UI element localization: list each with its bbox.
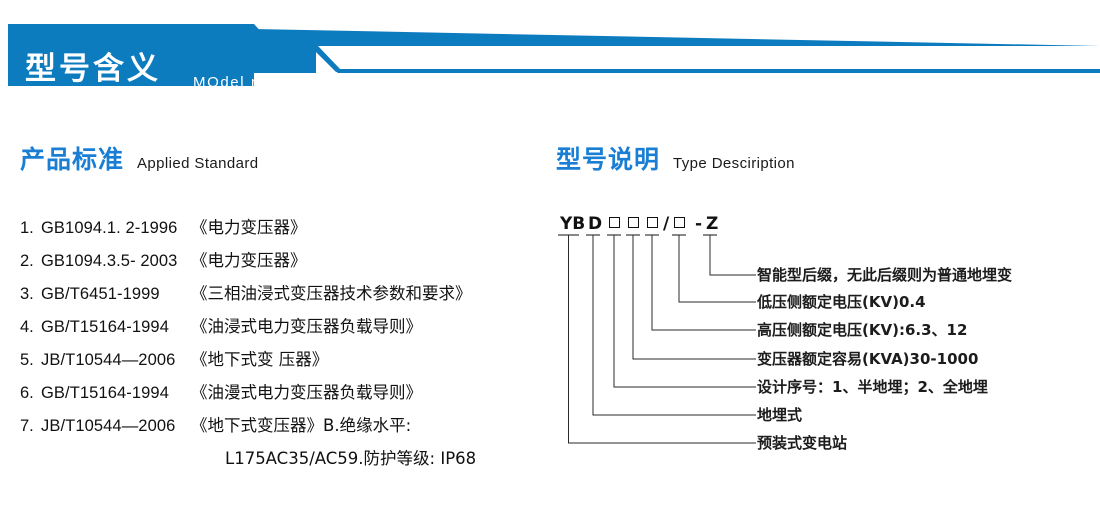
standard-continuation-line: L175AC35/AC59.防护等级: IP68 (225, 449, 477, 468)
model-label-rated-capacity: 变压器额定容易(KVA)30-1000 (757, 350, 979, 368)
code-token-box-4 (674, 214, 685, 234)
model-label-buried-type: 地埋式 (757, 406, 803, 424)
section-heading-applied-standard: 产品标准 Applied Standard (20, 140, 259, 176)
code-token-d: D (588, 214, 603, 234)
square-placeholder-icon (609, 217, 620, 228)
standard-code: JB/T10544—2006 (41, 351, 176, 369)
standard-name: 《地下式变压器》B.绝缘水平: (191, 416, 412, 435)
standard-number: 5. (20, 351, 34, 369)
standard-code: GB/T15164-1994 (41, 318, 169, 336)
square-placeholder-icon (628, 217, 639, 228)
standard-item: 4. GB/T15164-1994 《油浸式电力变压器负载导则》 (20, 313, 550, 346)
standard-code: JB/T10544—2006 (41, 417, 176, 435)
code-token-box-3 (647, 214, 658, 234)
section-heading-type-description: 型号说明 Type Desciription (556, 140, 795, 176)
standard-number: 1. (20, 219, 34, 237)
section-heading-right-en: Type Desciription (673, 155, 795, 172)
square-placeholder-icon (647, 217, 658, 228)
standard-item: 5. JB/T10544—2006 《地下式变 压器》 (20, 346, 550, 379)
header-banner: 型号含义 MOdel maning (0, 24, 1100, 91)
code-token-z: Z (706, 214, 719, 234)
standards-list: 1. GB1094.1. 2-1996 《电力变压器》 2. GB1094.3.… (20, 214, 550, 478)
code-token-slash: / (663, 214, 670, 234)
standard-name: 《三相油浸式变压器技术参数和要求》 (191, 284, 472, 303)
standard-item: 1. GB1094.1. 2-1996 《电力变压器》 (20, 214, 550, 247)
model-label-design-serial: 设计序号：1、半地埋；2、全地埋 (757, 378, 988, 396)
standard-code: GB/T6451-1999 (41, 285, 160, 303)
standard-code: GB1094.1. 2-1996 (41, 219, 178, 237)
model-label-prefab-substation: 预装式变电站 (757, 434, 848, 452)
model-label-smart-suffix: 智能型后缀，无此后缀则为普通地埋变 (757, 266, 1013, 284)
standard-number: 2. (20, 252, 34, 270)
standard-name: 《地下式变 压器》 (191, 350, 329, 369)
standard-name: 《油浸式电力变压器负载导则》 (191, 317, 422, 336)
standard-number: 4. (20, 318, 34, 336)
code-token-box-2 (628, 214, 639, 234)
standard-name: 《电力变压器》 (191, 251, 307, 270)
model-code-diagram: YB D / - Z (556, 214, 1096, 464)
code-token-box-1 (609, 214, 620, 234)
standard-item: 3. GB/T6451-1999 《三相油浸式变压器技术参数和要求》 (20, 280, 550, 313)
section-heading-left-en: Applied Standard (137, 155, 259, 172)
standard-name: 《电力变压器》 (191, 218, 307, 237)
banner-title-en: MOdel maning (193, 74, 310, 91)
model-label-hv-rated-voltage: 高压侧额定电压(KV):6.3、12 (757, 321, 968, 339)
standard-code: GB/T15164-1994 (41, 384, 169, 402)
standard-item: 6. GB/T15164-1994 《油漫式电力变压器负载导则》 (20, 379, 550, 412)
standard-code: GB1094.3.5- 2003 (41, 252, 178, 270)
standard-name: 《油漫式电力变压器负载导则》 (191, 383, 422, 402)
code-token-dash: - (695, 214, 703, 234)
model-label-lv-rated-voltage: 低压侧额定电压(KV)0.4 (757, 293, 926, 311)
standard-item: 2. GB1094.3.5- 2003 《电力变压器》 (20, 247, 550, 280)
standard-number: 6. (20, 384, 34, 402)
banner-shape (8, 24, 1100, 86)
code-token-yb: YB (560, 214, 586, 234)
square-placeholder-icon (674, 217, 685, 228)
standard-number: 3. (20, 285, 34, 303)
banner-title-cn: 型号含义 (25, 51, 161, 87)
section-heading-right-cn: 型号说明 (556, 145, 661, 174)
standard-item: 7. JB/T10544—2006 《地下式变压器》B.绝缘水平: (20, 412, 550, 445)
section-heading-left-cn: 产品标准 (20, 145, 125, 174)
leader-lines (558, 234, 756, 444)
standard-number: 7. (20, 417, 34, 435)
